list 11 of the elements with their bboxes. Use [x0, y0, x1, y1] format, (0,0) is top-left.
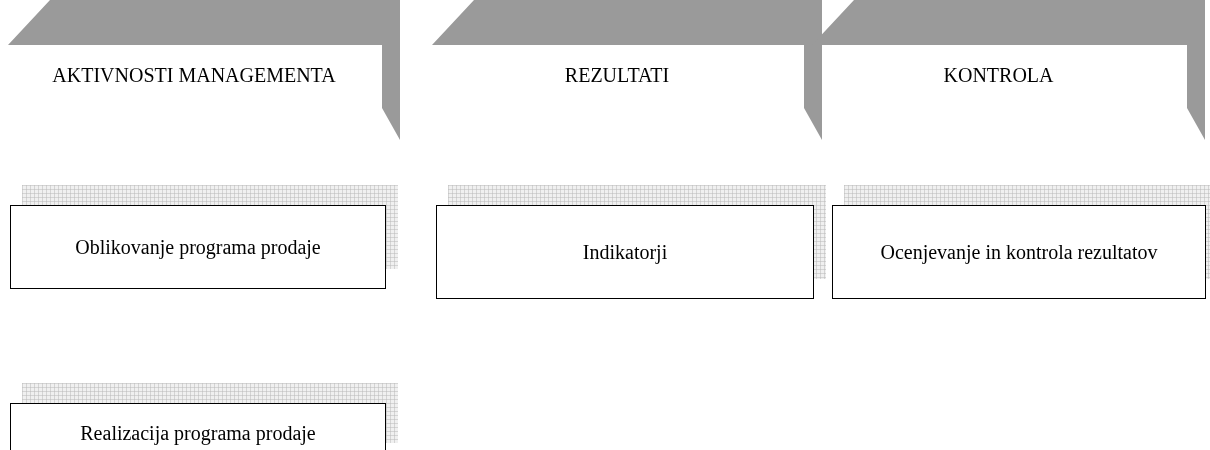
column-heading: AKTIVNOSTI MANAGEMENTA: [51, 63, 337, 88]
text-box: [436, 205, 814, 299]
column-heading: KONTROLA: [942, 63, 1055, 88]
box-text: Indikatorji: [581, 239, 669, 266]
text-box: [10, 403, 386, 450]
text-box: [10, 205, 386, 289]
box-text: Ocenjevanje in kontrola rezultatov: [879, 239, 1159, 266]
box-text: Realizacija programa prodaje: [79, 420, 317, 447]
column-heading: REZULTATI: [563, 63, 671, 88]
text-box: [832, 205, 1206, 299]
box-text: Oblikovanje programa prodaje: [74, 234, 322, 261]
